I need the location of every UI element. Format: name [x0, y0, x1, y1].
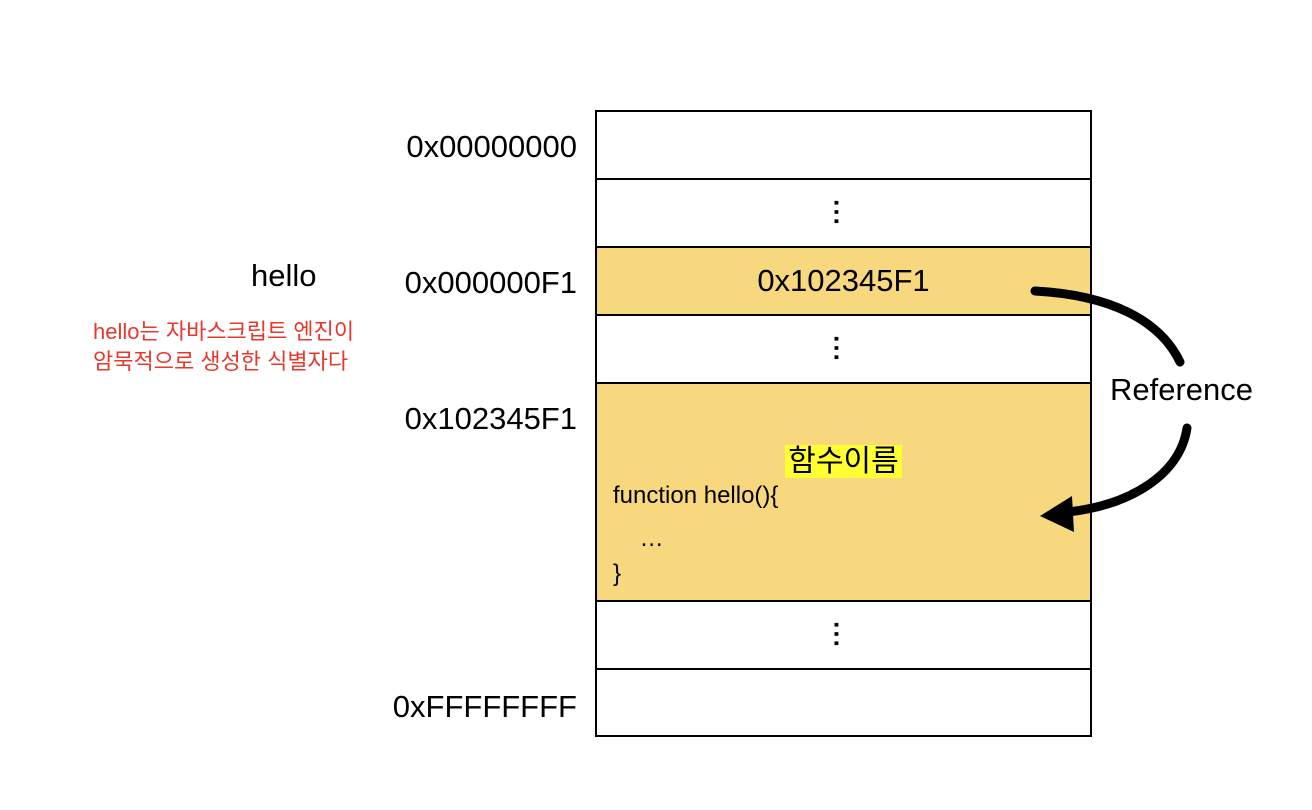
address-end-label: 0xFFFFFFFF: [392, 689, 577, 724]
memory-cell-end: [597, 670, 1090, 735]
reference-arrow-head: [1040, 496, 1074, 532]
address-variable-label: 0x000000F1: [404, 265, 577, 300]
variable-cell-value: 0x102345F1: [757, 263, 930, 298]
identifier-note-line-1: hello는 자바스크립트 엔진이: [93, 319, 355, 344]
function-code-line-3: }: [613, 560, 622, 587]
function-code-line-1: function hello(){: [613, 482, 779, 509]
reference-arrow-upper-curve: [1030, 286, 1185, 367]
function-code-line-2: …: [613, 525, 664, 552]
memory-cell-gap-1: ...: [597, 180, 1090, 248]
function-name-label: 함수이름: [597, 436, 1090, 480]
memory-block: ... 0x102345F1 ... 함수이름 function hello()…: [595, 110, 1092, 737]
memory-cell-function: 함수이름 function hello(){ … }: [597, 384, 1090, 602]
identifier-note-line-2: 암묵적으로 생성한 식별자다: [93, 349, 349, 374]
ellipsis-vertical-1: ...: [828, 199, 859, 227]
function-name-highlight: 함수이름: [785, 445, 902, 478]
reference-arrow-lower-curve: [1063, 423, 1192, 517]
memory-cell-gap-3: ...: [597, 602, 1090, 670]
address-function-label: 0x102345F1: [404, 401, 577, 436]
memory-cell-gap-2: ...: [597, 316, 1090, 384]
ellipsis-vertical-3: ...: [828, 621, 859, 649]
reference-label: Reference: [1110, 372, 1254, 407]
address-start-label: 0x00000000: [406, 129, 577, 164]
identifier-name: hello: [251, 258, 317, 293]
memory-cell-start: [597, 112, 1090, 180]
ellipsis-vertical-2: ...: [828, 335, 859, 363]
memory-cell-variable: 0x102345F1: [597, 248, 1090, 316]
